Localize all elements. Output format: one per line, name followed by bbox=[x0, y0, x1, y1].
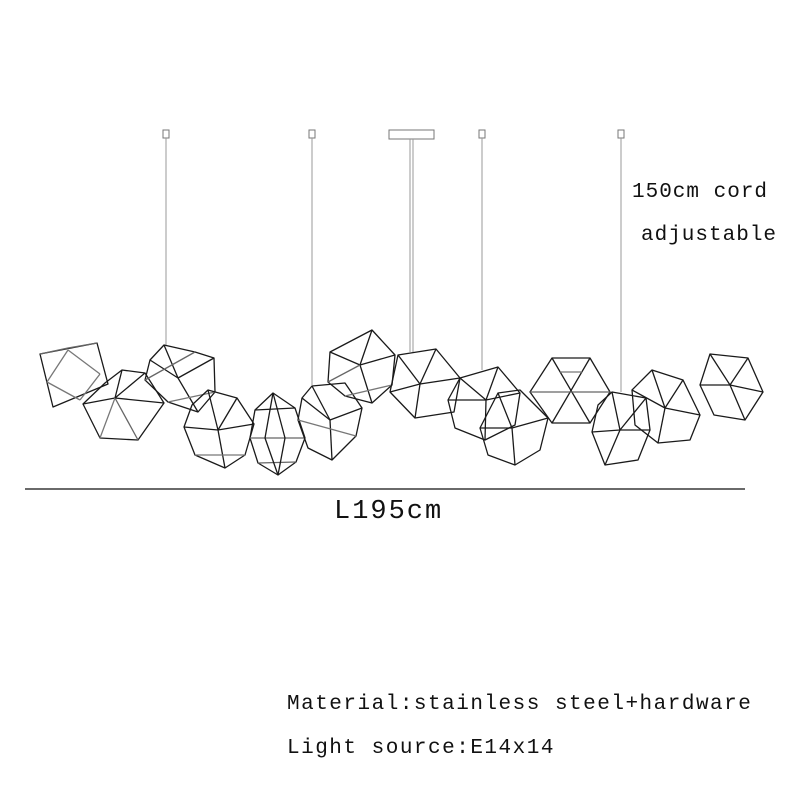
canopy-2 bbox=[308, 129, 316, 139]
canopy-1 bbox=[162, 129, 170, 139]
polyhedron-3 bbox=[144, 344, 216, 413]
spec-material: Material:stainless steel+hardware bbox=[287, 693, 753, 716]
suspension-cords bbox=[165, 138, 622, 392]
ceiling-canopies bbox=[162, 129, 625, 140]
cord-adjustable-note: adjustable bbox=[641, 224, 778, 247]
polyhedron-13 bbox=[631, 369, 701, 444]
spec-light-source: Light source:E14x14 bbox=[287, 737, 555, 760]
polyhedron-11 bbox=[529, 357, 611, 424]
polyhedron-14 bbox=[699, 353, 764, 421]
polyhedron-1 bbox=[39, 342, 109, 408]
polyhedron-10 bbox=[479, 389, 549, 466]
wireframe-polyhedra bbox=[39, 329, 764, 476]
polyhedra-2 bbox=[82, 369, 165, 441]
cord-length-note: 150cm cord bbox=[632, 181, 769, 204]
polyhedron-7 bbox=[327, 329, 396, 404]
polyhedron-12 bbox=[591, 391, 651, 466]
polyhedron-4 bbox=[183, 389, 255, 469]
polyhedron-9 bbox=[447, 366, 521, 441]
canopy-main bbox=[388, 129, 435, 140]
polyhedron-6 bbox=[297, 382, 363, 461]
length-dimension-label: L195cm bbox=[334, 497, 444, 527]
polyhedron-8 bbox=[389, 348, 461, 419]
polyhedron-5 bbox=[249, 392, 306, 476]
canopy-5 bbox=[617, 129, 625, 139]
canopy-4 bbox=[478, 129, 486, 139]
